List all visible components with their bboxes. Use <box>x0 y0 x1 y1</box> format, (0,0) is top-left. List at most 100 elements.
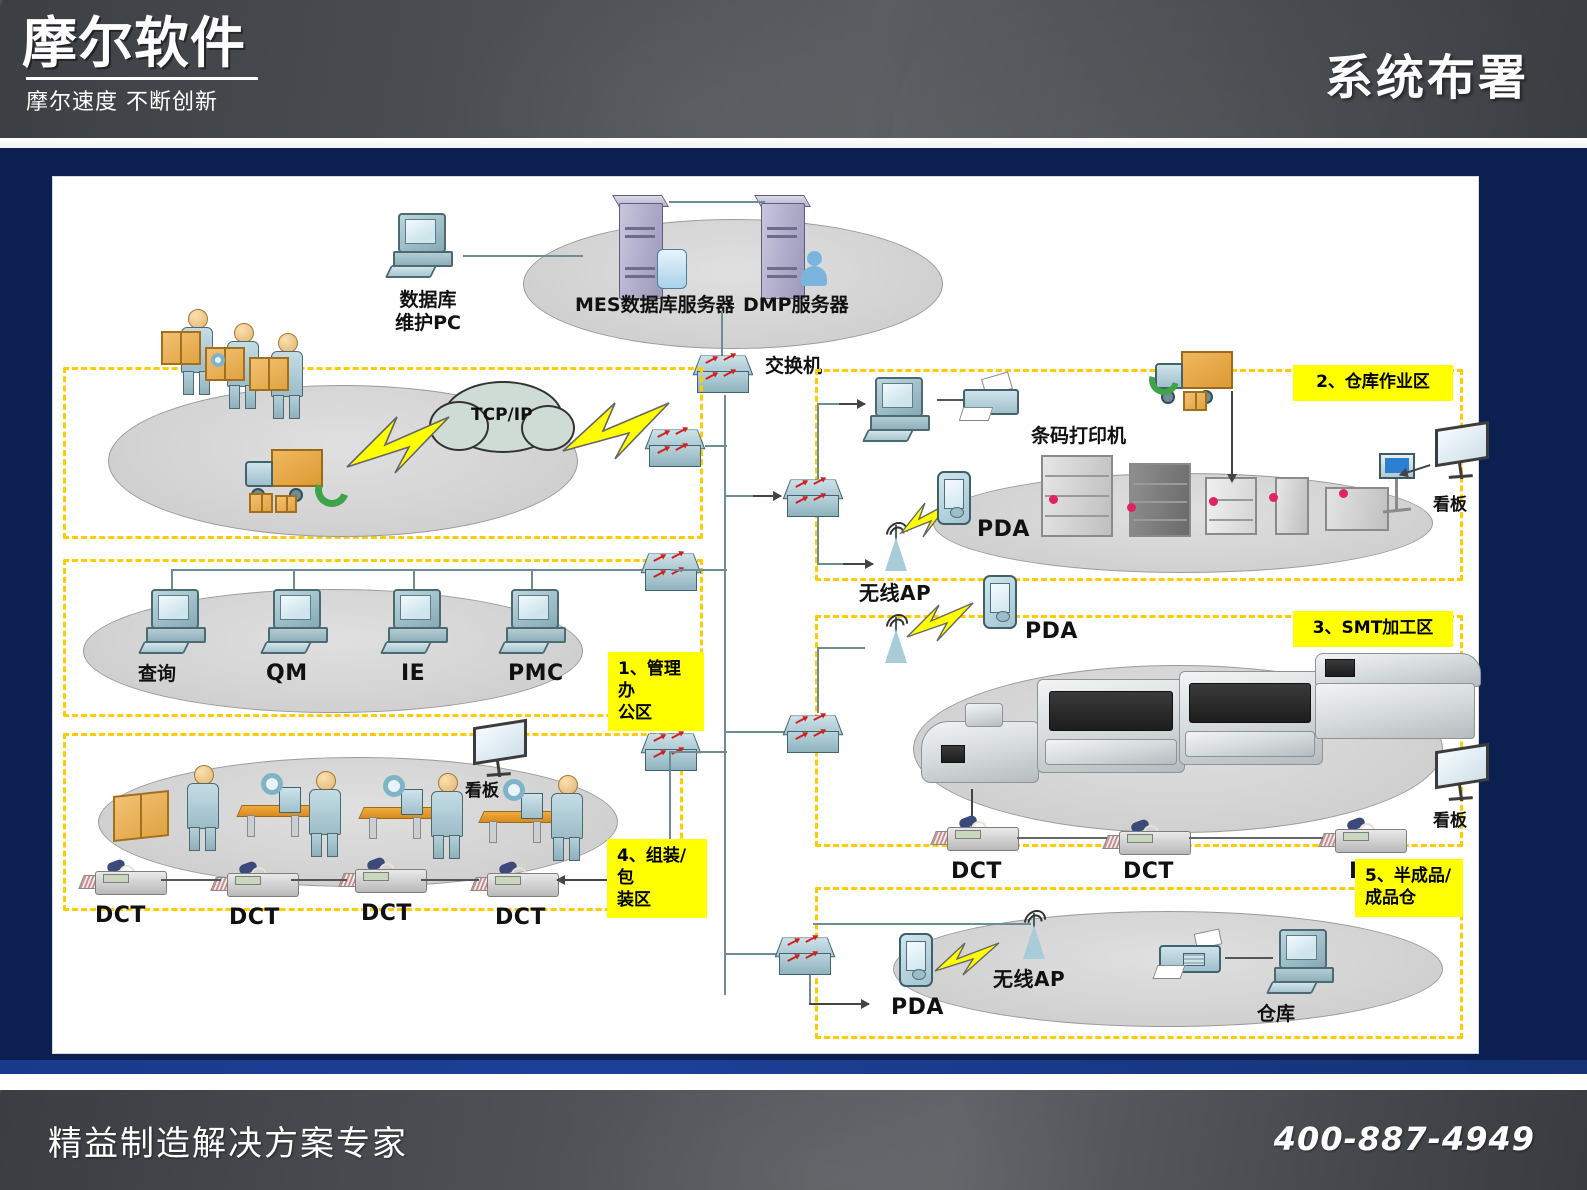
carton-icon <box>161 331 201 365</box>
zone-4-dct-label-2: DCT <box>229 905 280 930</box>
wireless-ap-icon[interactable] <box>1019 905 1051 959</box>
dmp-server-label: DMP服务器 <box>743 294 849 316</box>
wire-trunk-to-zone3 <box>725 731 785 733</box>
office-backbone-wire <box>171 569 671 571</box>
office-pc-query[interactable] <box>137 589 215 654</box>
dct-chain-arrow <box>556 875 611 885</box>
dmp-server-icon[interactable] <box>754 195 811 301</box>
dct-terminal-icon[interactable] <box>338 856 427 895</box>
assembly-bench-icon <box>358 789 440 841</box>
office-pc-label-qm: QM <box>266 661 308 686</box>
worker-icon <box>545 775 589 861</box>
gear-icon <box>211 353 225 367</box>
brand-logo: 摩尔软件 摩尔速度 不断创新 <box>22 13 258 116</box>
beacon-dot-icon <box>1339 489 1348 498</box>
smt-loader-machine-icon <box>921 697 1041 787</box>
zone-3-switch-icon[interactable] <box>782 711 845 757</box>
footer-white-gap <box>0 1074 1587 1090</box>
fax-machine-icon[interactable] <box>1152 928 1229 981</box>
wire-assembly-switch-to-trunk <box>671 751 727 753</box>
zone-3-dct-label-1: DCT <box>951 859 1002 884</box>
pda-device-icon[interactable] <box>937 471 971 525</box>
logo-divider <box>26 77 258 81</box>
user-avatar-icon <box>801 251 827 289</box>
smt-placement-machine-icon <box>1179 657 1325 777</box>
footer-slogan: 精益制造解决方案专家 <box>48 1124 408 1164</box>
dct-link-wire <box>1017 837 1107 839</box>
office-pc-label-ie: IE <box>401 661 426 686</box>
page-header: 摩尔软件 摩尔速度 不断创新 系统布署 <box>0 0 1587 148</box>
warehouse-cart-icon <box>1205 477 1257 535</box>
zone-1-label: 1、管理办 公区 <box>608 652 704 732</box>
wire-to-zone2-ap <box>817 563 863 565</box>
warehouse-pc-icon[interactable] <box>861 377 939 442</box>
worker-icon <box>181 765 225 851</box>
zone-5-pda-label: PDA <box>891 995 944 1020</box>
dct-terminal-icon[interactable] <box>930 814 1019 853</box>
smt-printer-machine-icon <box>1037 663 1187 783</box>
dct-terminal-icon[interactable] <box>1102 818 1191 857</box>
wire-zone2-switch-down <box>817 517 819 563</box>
wire-zone2-switch-up <box>817 403 819 479</box>
wireless-ap-icon[interactable] <box>881 517 913 571</box>
worker-icon <box>425 773 469 859</box>
warehouse-rack-icon <box>1129 463 1191 537</box>
dct-terminal-icon[interactable] <box>1318 816 1407 855</box>
zone-4-dct-label-1: DCT <box>95 903 146 928</box>
zone-4-kanban-label: 看板 <box>465 781 499 801</box>
warehouse-cabinet-icon <box>1275 477 1309 535</box>
wire-office-switch-to-trunk <box>671 569 727 571</box>
tcpip-cloud-icon <box>429 381 575 453</box>
dct-link-wire <box>1189 837 1323 839</box>
pda-device-icon[interactable] <box>899 933 933 987</box>
wire-pc-to-datacenter <box>463 255 583 257</box>
gear-icon <box>383 775 405 797</box>
warehouse-pc-icon[interactable] <box>1265 929 1343 994</box>
office-pc-pmc[interactable] <box>497 589 575 654</box>
pda-device-icon[interactable] <box>983 575 1017 629</box>
logistics-switch-icon[interactable] <box>644 425 707 471</box>
beacon-dot-icon <box>1127 503 1136 512</box>
office-pc-ie[interactable] <box>379 589 457 654</box>
carton-icon <box>275 495 297 513</box>
office-pc-qm[interactable] <box>259 589 337 654</box>
wireless-ap-icon[interactable] <box>881 609 913 663</box>
floor-kiosk-icon <box>1375 453 1419 523</box>
dct-terminal-icon[interactable] <box>78 858 167 897</box>
zone-5-label: 5、半成品/ 成品仓 <box>1355 859 1463 917</box>
dct-terminal-icon[interactable] <box>470 860 559 899</box>
footer-accent-strip <box>0 1060 1587 1074</box>
office-pc-label-pmc: PMC <box>508 661 564 686</box>
drop-wire <box>531 569 533 591</box>
assembly-bench-icon <box>236 787 318 839</box>
zone-2-ap-label: 无线AP <box>859 581 932 605</box>
assembly-switch-icon[interactable] <box>640 729 703 775</box>
zone-3-kanban-label: 看板 <box>1433 811 1467 831</box>
dct-link-wire <box>421 879 479 881</box>
carton-icon <box>113 790 169 842</box>
drop-wire <box>293 569 295 591</box>
arrow-truck-to-floor <box>1227 391 1237 483</box>
wire-assembly-switch-down <box>669 751 671 881</box>
gear-icon <box>503 779 525 801</box>
zone-2-switch-icon[interactable] <box>782 475 845 521</box>
database-maintenance-pc-icon[interactable] <box>384 213 462 278</box>
wire-zone3-to-ap <box>817 647 865 649</box>
footer-phone: 400-887-4949 <box>1273 1120 1535 1158</box>
arrow-to-zone2-ap <box>843 559 874 569</box>
delivery-truck-icon <box>1153 349 1239 404</box>
gear-icon <box>261 773 283 795</box>
zone-5-switch-icon[interactable] <box>774 933 837 979</box>
core-switch-icon[interactable] <box>692 351 755 397</box>
mes-database-server-icon[interactable] <box>612 195 669 301</box>
mes-server-label: MES数据库服务器 <box>575 294 735 316</box>
office-switch-icon[interactable] <box>640 549 703 595</box>
dct-link-wire <box>161 879 221 881</box>
barcode-printer-icon[interactable] <box>958 371 1025 423</box>
kanban-display-icon <box>1435 742 1491 809</box>
tcpip-cloud-label: TCP/IP <box>471 405 533 425</box>
dct-terminal-icon[interactable] <box>210 860 299 899</box>
smt-reflow-oven-icon <box>1315 643 1483 761</box>
arrow-to-zone2-switch <box>753 491 782 501</box>
arrow-to-zone5-floor <box>809 999 870 1009</box>
